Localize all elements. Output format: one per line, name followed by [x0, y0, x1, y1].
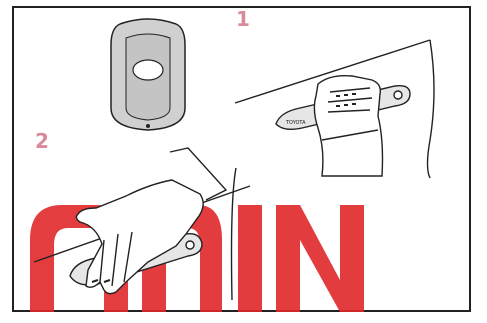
step-number-1: 1 [236, 9, 250, 29]
hand-gripping-door-handle-icon: TOYOTA [235, 40, 434, 178]
svg-text:TOYOTA: TOYOTA [285, 120, 306, 126]
smart-key-fob-icon [111, 19, 185, 130]
step-number-2: 2 [35, 131, 49, 151]
